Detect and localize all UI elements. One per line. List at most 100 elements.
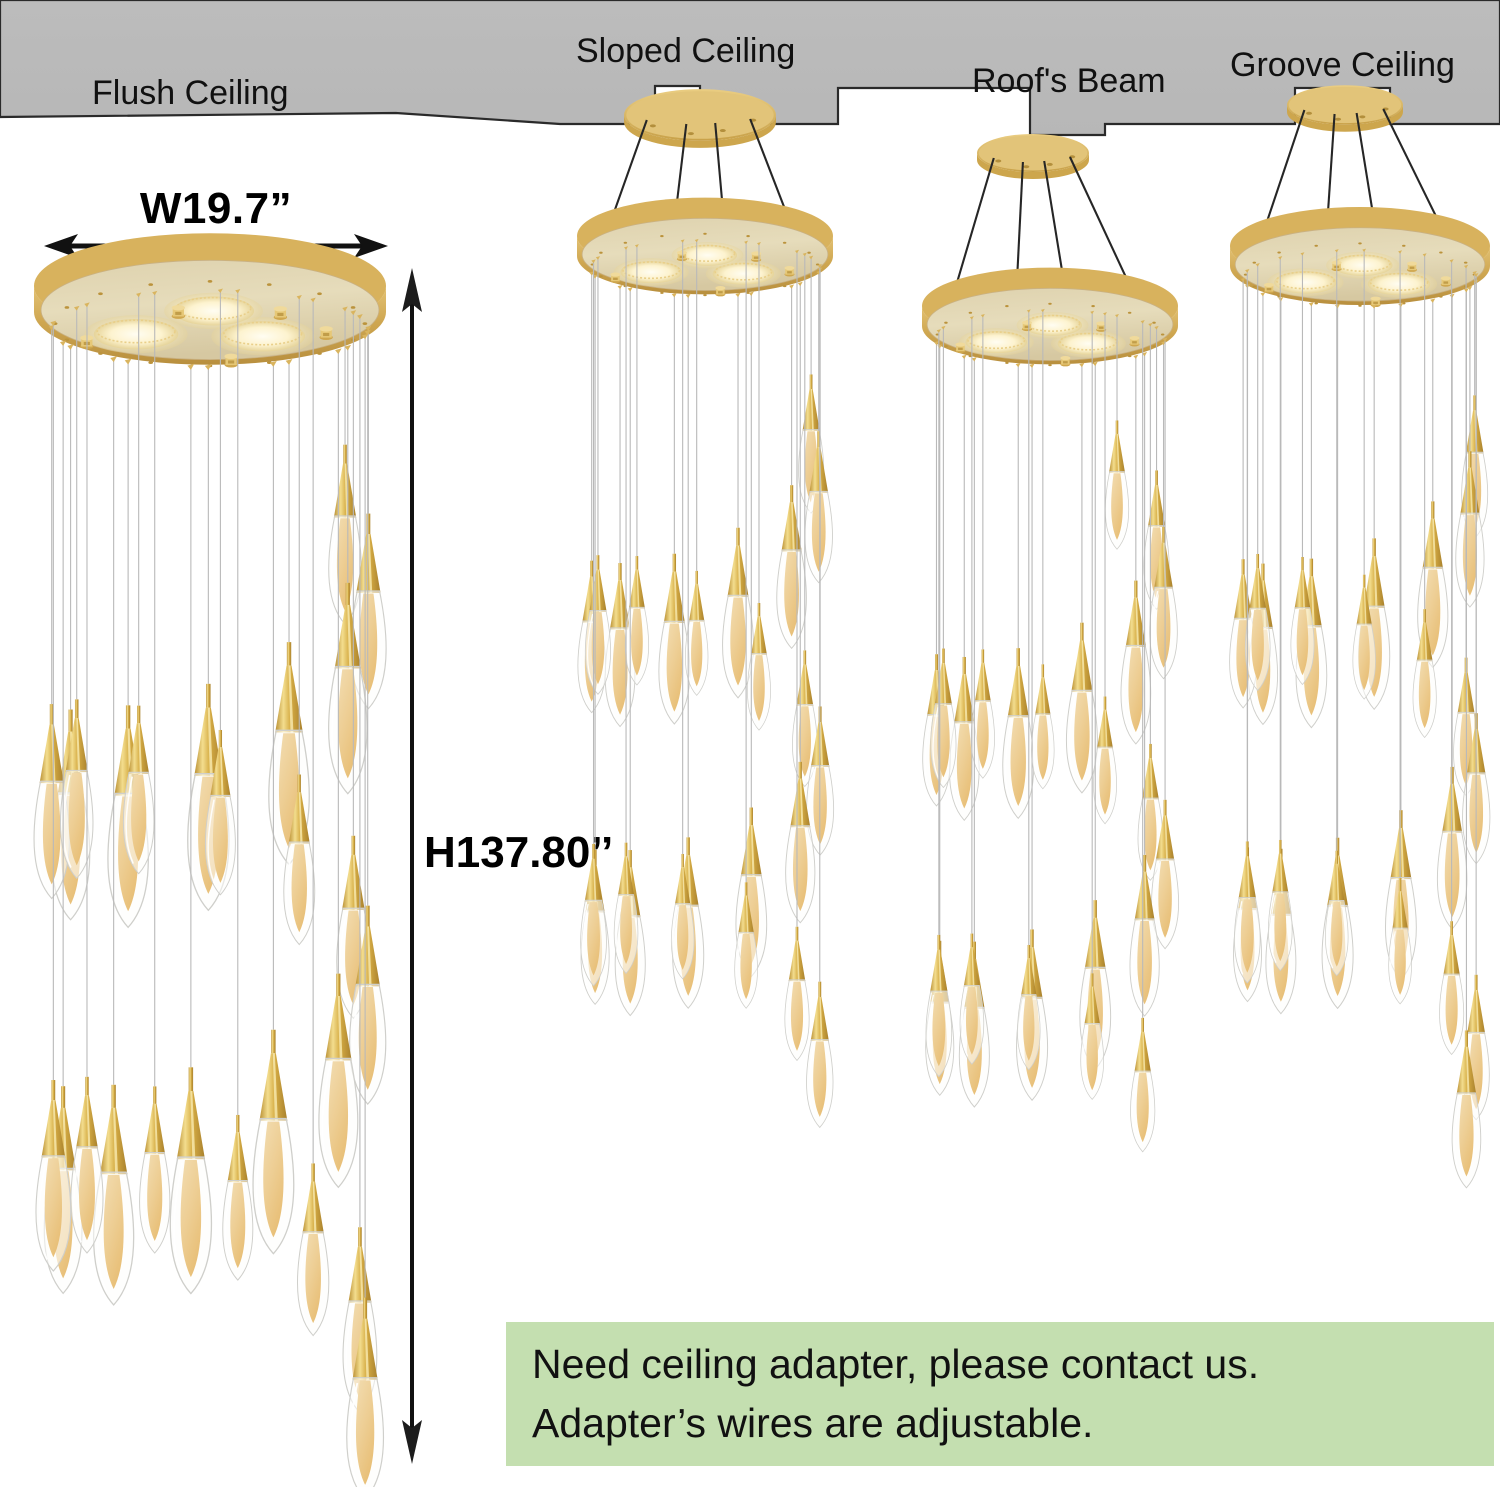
mount-screw <box>1127 311 1132 314</box>
mount-screw <box>623 241 628 244</box>
wire-terminal <box>1263 282 1275 294</box>
mount-screw <box>599 275 603 278</box>
wire-hook <box>296 295 302 300</box>
wire-hook <box>685 293 691 299</box>
wire-hook <box>50 320 57 326</box>
wire-hook <box>1473 273 1479 278</box>
wire-hook <box>1449 259 1454 263</box>
wire-hook <box>671 292 677 298</box>
wire-hook <box>67 344 74 350</box>
pendant-raindrop <box>1129 854 1160 1017</box>
adapter-note: Need ceiling adapter, please contact us.… <box>506 1322 1494 1466</box>
pendant-raindrop <box>70 1076 104 1254</box>
mount-screw <box>362 322 368 325</box>
wire-hook <box>73 305 80 311</box>
wire-hook <box>1398 250 1403 254</box>
pendant-raindrop <box>169 1067 213 1295</box>
wire-hook <box>980 313 985 318</box>
mount-screw <box>1314 302 1318 305</box>
wire-hook <box>1422 253 1427 257</box>
wire-hook <box>344 344 352 351</box>
wire-terminal <box>676 250 687 262</box>
pendant-raindrop <box>734 882 758 1009</box>
pendant-raindrop <box>1244 553 1271 692</box>
mount-screw <box>1402 244 1406 247</box>
pendant-raindrop <box>92 1084 135 1306</box>
led-ring <box>671 241 744 269</box>
arrow-left-icon <box>44 234 78 258</box>
wire-hook <box>1133 354 1139 360</box>
wire-hook <box>1362 248 1367 252</box>
adapter-note-line2: Adapter’s wires are adjustable. <box>532 1400 1094 1446</box>
mount-screw <box>1463 261 1468 264</box>
pendant-raindrop <box>930 648 957 789</box>
led-ring <box>1267 268 1344 297</box>
wire-terminal <box>1096 321 1107 332</box>
wire-hook <box>1308 301 1314 307</box>
height-dimension: H137.80’’ <box>390 268 613 1464</box>
pendant-raindrop <box>1120 580 1152 745</box>
pendant-raindrop <box>1462 974 1490 1121</box>
mount-screw <box>64 306 70 309</box>
mount-screw <box>317 292 322 296</box>
adapter-note-line1: Need ceiling adapter, please contact us. <box>532 1340 1260 1387</box>
wire-terminal <box>171 305 185 319</box>
wire-hook <box>217 288 223 294</box>
wire-hook <box>735 292 741 298</box>
label-sloped-ceiling: Sloped Ceiling <box>576 32 796 70</box>
wire-hook <box>357 314 363 320</box>
pendant-raindrop <box>1451 1030 1482 1189</box>
wire-terminal <box>955 342 966 353</box>
wire-hook <box>1090 310 1095 315</box>
pendant-raindrop <box>970 649 995 779</box>
fixture-sloped-ceiling <box>570 80 860 1140</box>
wire-terminal <box>1060 355 1071 367</box>
mount-screw <box>807 275 811 278</box>
pendant-raindrop <box>658 553 691 725</box>
fixture-roofs-beam <box>915 130 1195 1190</box>
wire-terminal <box>1129 336 1140 347</box>
pendant-raindrop <box>1031 664 1055 790</box>
pendant-raindrop <box>1080 973 1105 1100</box>
label-groove-ceiling: Groove Ceiling <box>1230 46 1455 84</box>
wire-hook <box>617 284 623 290</box>
wire-hook <box>634 244 639 248</box>
wire-hook <box>204 363 212 371</box>
wire-hook <box>1255 262 1260 267</box>
wire-hook <box>1430 298 1436 303</box>
pendant-raindrop <box>252 1029 295 1255</box>
mount-screw <box>1152 345 1156 348</box>
wire-hook <box>971 357 977 362</box>
pendant-raindrop <box>35 1080 72 1272</box>
wire-hook <box>794 249 800 254</box>
pendant-raindrop <box>1104 420 1130 550</box>
wire-hook <box>1278 297 1284 302</box>
pendant-raindrop <box>1325 850 1349 977</box>
mount-screw <box>148 283 154 286</box>
mount-screw <box>935 333 940 336</box>
wire-terminal <box>319 326 333 341</box>
label-flush-ceiling: Flush Ceiling <box>92 74 289 112</box>
pendant-raindrop <box>205 729 236 896</box>
mount-screw <box>782 285 787 288</box>
wire-hook <box>757 242 761 246</box>
pendant-raindrop <box>806 981 834 1129</box>
wire-hook <box>1464 288 1469 293</box>
pendant-raindrop <box>580 843 607 987</box>
pendant-raindrop <box>1352 574 1376 700</box>
wire-hook <box>624 246 629 250</box>
mount-screw <box>1439 251 1443 254</box>
wire-hook <box>335 348 342 355</box>
mount-screw <box>64 338 70 342</box>
wire-hook <box>808 255 814 260</box>
wire-hook <box>1029 363 1035 369</box>
pendant-raindrop <box>283 774 316 946</box>
wire-hook <box>591 259 596 264</box>
wire-hook <box>595 256 601 260</box>
wire-hook <box>1398 302 1404 308</box>
wire-hook <box>1162 337 1168 342</box>
wire-hook <box>1015 362 1021 368</box>
wire-hook <box>627 287 633 292</box>
pendant-raindrop <box>1066 622 1098 794</box>
